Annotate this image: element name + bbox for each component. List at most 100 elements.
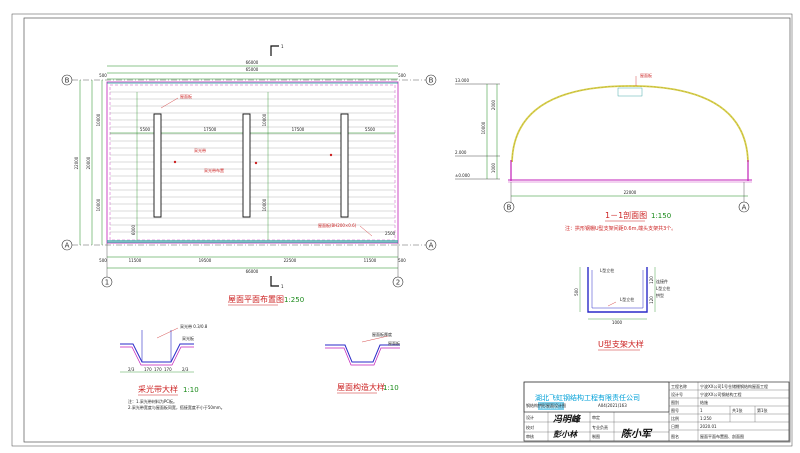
dim-left-overall: 22000	[74, 156, 79, 169]
dim-bottom-edge-right: 500	[398, 258, 406, 263]
logo-text: FEIHONG	[540, 405, 558, 410]
axis-b-right-label: B	[429, 77, 434, 85]
sec-dim-mid: 1000	[491, 162, 496, 173]
skylight-label-a: 采光带 0.3/0.8	[180, 323, 208, 329]
skylight-dim-0: 2/3	[128, 367, 135, 372]
skylight-strip-2	[242, 113, 251, 218]
skylight-dim-4: 2/3	[182, 367, 189, 372]
plan-scale: 1:250	[284, 296, 304, 304]
mini-draw: 制图	[592, 433, 600, 439]
dim-bottom-overall: 66000	[246, 269, 259, 274]
axis-1-label: 1	[105, 279, 109, 287]
skylight-scale: 1:10	[183, 386, 199, 394]
purlin-lines	[110, 91, 395, 233]
skylight-title: 采光带大样	[138, 384, 178, 394]
tb-value-5: 2020.01	[700, 424, 717, 429]
tb-label-5: 日期	[671, 423, 679, 429]
dim-bottom-edge-left: 500	[99, 258, 107, 263]
tb-label-6: 图名	[671, 433, 679, 439]
dim-left-lower: 10000	[96, 198, 101, 211]
dim-edge-right: 5500	[365, 127, 376, 132]
tb-label-0: 工程名称	[671, 383, 687, 389]
dim-edge-left: 5500	[140, 127, 151, 132]
axis-1	[101, 276, 113, 288]
title-block: 湖北飞虹钢结构工程有限责任公司 FEIHONG 钢结构拱形屋面设计图 A04(2…	[523, 381, 790, 442]
tb-page: 第1张	[757, 407, 768, 413]
u-support-title: U型支架大样	[598, 339, 644, 349]
tb-label-2: 图别	[671, 399, 679, 405]
project-code: 钢结构拱形屋面设计图	[526, 402, 566, 408]
elev-base: ±0.000	[455, 173, 470, 178]
panel-title: 屋面构造大样	[337, 382, 385, 392]
plan-title: 屋面平面布置图	[228, 294, 284, 304]
outer-frame	[11, 13, 793, 447]
tb-value-1: 宁波XX公司钢结构工程	[700, 391, 741, 397]
tb-label-4: 比例	[671, 415, 679, 421]
skylight-dim-3: 170	[164, 367, 172, 372]
axis-a-left-label: A	[65, 242, 70, 250]
skylight-dim-1: 170	[144, 367, 152, 372]
mini-check: 校对	[526, 424, 534, 430]
sec-dim-height: 10000	[481, 121, 486, 134]
dim-left-upper: 10000	[96, 113, 101, 126]
u-label-1: L型立柱	[600, 267, 614, 273]
arch-roof	[511, 85, 749, 163]
dim-left-mid-seg: 6000	[131, 224, 136, 235]
section-title: 1－1剖面图	[605, 210, 647, 220]
skylight-strip-3	[340, 113, 349, 218]
sec-axis-b-label: B	[507, 204, 512, 212]
signature-2: 彭小林	[553, 430, 578, 439]
sec-axis-b	[503, 201, 515, 213]
sec-axis-a	[738, 201, 750, 213]
skylight-dim-2: 170	[154, 367, 162, 372]
plan-note-d: 屋面板(BH200×0.6)	[318, 222, 357, 228]
dim-bottom-left: 11500	[129, 258, 142, 263]
company-name: 湖北飞虹钢结构工程有限责任公司	[535, 393, 640, 402]
inner-frame	[23, 17, 791, 443]
u-label-5: 拱型	[656, 292, 664, 298]
axis-a-right-label: A	[429, 242, 434, 250]
panel-label-a: 屋面板厚度	[372, 331, 392, 337]
sec-axis-a-label: A	[742, 204, 747, 212]
elev-top: 13.000	[455, 78, 469, 83]
u-dim-h1: 500	[574, 288, 579, 296]
mini-chief: 专业负责	[592, 424, 608, 430]
dim-top-right: 500	[398, 73, 406, 78]
drawing-no: A04(2021)163	[598, 403, 627, 408]
mini-review: 审核	[526, 433, 534, 439]
section-mark-bottom-label: 1	[281, 284, 284, 289]
u-dim-width: 1000	[612, 320, 623, 325]
skylight-detail: 采光带 0.3/0.8 采光板 2/3 170 170 170 2/3 采光带大…	[120, 323, 225, 410]
dim-strip-upper: 10000	[262, 113, 267, 126]
skylight-label-b: 采光板	[182, 335, 194, 341]
sec-dim-low: 2000	[491, 99, 496, 110]
axis-2-label: 2	[396, 279, 400, 287]
sec-dim-span: 22000	[624, 190, 637, 195]
u-support-detail: 500 120 120 L型立柱 连接件 L型立柱 L型立柱 拱型 1000 U…	[574, 267, 670, 351]
section-mark-top-label: 1	[281, 44, 284, 49]
section-note: 注：拱形钢棚U型支架间距0.6m,端头支架共3个。	[565, 225, 676, 232]
dim-bay-mid: 17500	[292, 127, 305, 132]
skylight-note-1: 注：1.采光带材料为PC板。	[128, 398, 177, 404]
plan-note-a: 屋面板	[180, 93, 192, 99]
axis-b-left-label: B	[65, 77, 70, 85]
elev-mid: 2.000	[455, 150, 467, 155]
dim-bottom-right: 11500	[364, 258, 377, 263]
plan-note-b: 采光带	[194, 147, 206, 153]
tb-value-2: 结施	[700, 399, 708, 405]
axis-2	[392, 276, 404, 288]
section-scale: 1:150	[651, 212, 671, 220]
signature-1: 冯明峰	[553, 414, 582, 425]
section-mark-top	[270, 45, 279, 56]
dim-strip-lower: 10000	[262, 198, 267, 211]
dim-bottom-mid2: 22500	[284, 258, 297, 263]
dim-bottom-mid: 19500	[199, 258, 212, 263]
panel-scale: 1:10	[383, 384, 399, 392]
roof-plan: 66000 65000 500 500 B B A A 22000 20000 …	[61, 44, 437, 306]
company-logo	[538, 402, 564, 410]
section-view: 13.000 2.000 ±0.000 10000 1000 2000 屋面板 …	[455, 72, 752, 232]
tb-value-6: 屋面平面布置图、剖面图	[700, 433, 744, 439]
dim-bay-left: 17500	[204, 127, 217, 132]
signature-3: 陈小军	[621, 428, 653, 440]
